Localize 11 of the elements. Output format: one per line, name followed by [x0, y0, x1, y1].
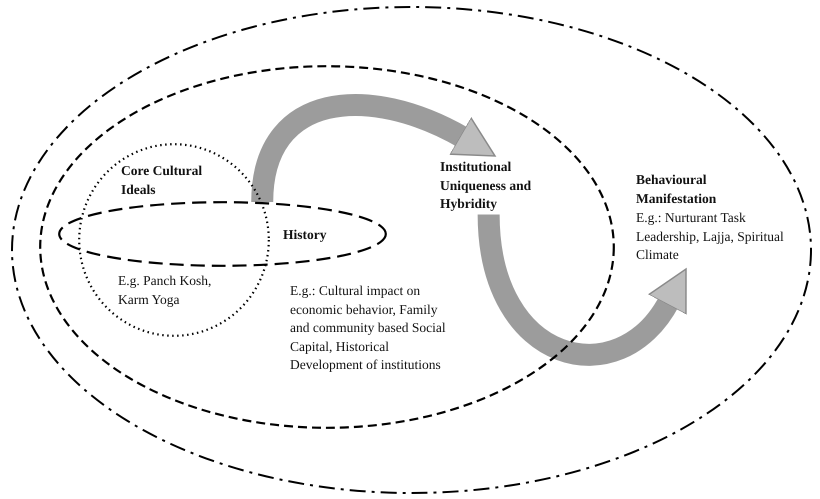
outer-context-ellipse [10, 5, 813, 495]
core-ideals-circle [77, 142, 271, 338]
heading-text: History [283, 226, 328, 244]
history-ellipse [57, 200, 388, 268]
heading-text: Behavioural Manifestation [636, 171, 718, 208]
example-text: E.g. Panch Kosh, Karm Yoga [118, 272, 212, 309]
heading-text: Core Cultural Ideals [121, 162, 204, 198]
example-text: E.g.: Cultural impact on economic behavior, Family and community based Social Capital, Historical Development of institutions [290, 282, 447, 374]
institutional-ellipse [38, 64, 616, 430]
example-text: E.g.: Nurturant Task Leadership, Lajja, Spiritual Climate [636, 209, 785, 264]
heading-text: Institutional Uniqueness and Hybridity [440, 158, 568, 214]
